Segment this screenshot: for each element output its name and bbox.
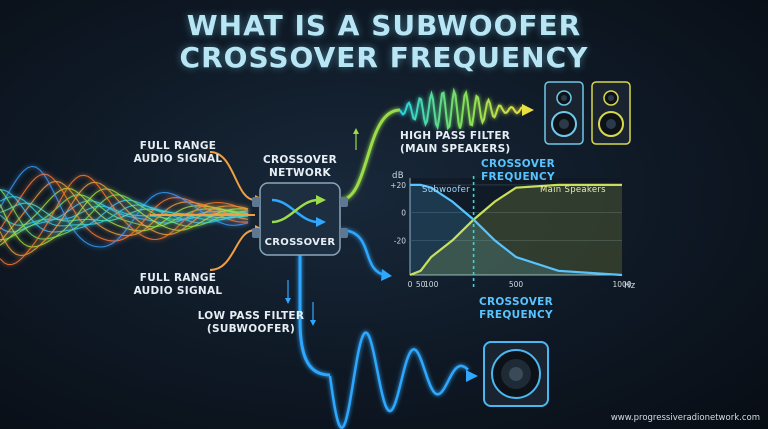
input-label-bottom-line-1: FULL RANGE <box>139 272 217 284</box>
high-pass-label-line-1: HIGH PASS FILTER <box>400 130 511 142</box>
high-wave-line <box>399 87 524 131</box>
chart-x-tick-label: 100 <box>424 280 439 289</box>
speaker-icon <box>591 81 631 145</box>
speaker-icon <box>544 81 584 145</box>
chart-x-tick-label: 500 <box>509 280 524 289</box>
crossover-box-label: CROSSOVER <box>264 237 336 248</box>
input-wave-line <box>0 173 249 242</box>
chart-x-tick-label: 0 <box>408 280 413 289</box>
chart-ylabel: dB <box>392 171 404 181</box>
chart-xlabel: Hz <box>624 281 636 291</box>
website-credit[interactable]: www.progressiveradionetwork.com <box>610 413 760 423</box>
chart-y-tick-label: -20 <box>394 236 406 245</box>
network-label-line-2: NETWORK <box>269 167 331 179</box>
page-title-line-1: WHAT IS A SUBWOOFER <box>186 9 582 42</box>
chart-y-tick-label: +20 <box>390 181 406 190</box>
subwoofer-icon <box>483 341 549 407</box>
input-wave-line <box>0 202 249 222</box>
crossover-arrows-icon <box>271 195 326 227</box>
low-pass-label-line-2: (SUBWOOFER) <box>206 323 296 335</box>
input-wave-line <box>0 188 249 248</box>
crossover-network-label: CROSSOVER NETWORK <box>250 154 350 180</box>
low-pass-label: LOW PASS FILTER (SUBWOOFER) <box>196 310 306 336</box>
high-pass-label-line-2: (MAIN SPEAKERS) <box>400 143 511 155</box>
low-wave-arrow-head <box>466 370 478 382</box>
low-wave-line <box>328 331 469 429</box>
chart-feed-arrow-head <box>381 269 392 281</box>
input-wave-line <box>0 188 249 240</box>
high-pass-path <box>339 108 401 202</box>
down-arrow-head-1 <box>285 298 291 304</box>
page-title-line-2: CROSSOVER FREQUENCY <box>179 41 589 74</box>
chart-x-tick-label: 1000 <box>612 280 631 289</box>
chart-series-fill <box>410 184 622 275</box>
crossover-frequency-top-line-1: CROSSOVER <box>480 158 556 170</box>
input-label-bottom: FULL RANGE AUDIO SIGNAL <box>128 272 228 298</box>
input-waveform <box>0 165 249 266</box>
low-frequency-wave <box>328 331 469 429</box>
legend-main-speakers: Main Speakers <box>540 185 606 195</box>
down-arrow-head-2 <box>310 320 316 326</box>
low-pass-path <box>298 255 331 377</box>
crossover-frequency-bottom-line-2: FREQUENCY <box>479 309 553 321</box>
legend-subwoofer: Subwoofer <box>422 185 470 195</box>
chart-series-fill <box>410 184 622 275</box>
crossover-frequency-top-line-2: FREQUENCY <box>481 171 555 183</box>
input-label-top-line-1: FULL RANGE <box>139 140 217 152</box>
high-frequency-wave <box>399 87 524 131</box>
chart-x-tick-label: 50 <box>416 280 426 289</box>
high-wave-arrow-head <box>522 104 534 116</box>
crossover-frequency-label-bottom: CROSSOVER FREQUENCY <box>466 296 566 322</box>
network-label-line-1: CROSSOVER <box>262 154 338 166</box>
input-label-top: FULL RANGE AUDIO SIGNAL <box>128 140 228 166</box>
input-label-bottom-line-2: AUDIO SIGNAL <box>133 285 223 297</box>
chart-y-tick-label: 0 <box>401 209 406 218</box>
low-pass-label-line-1: LOW PASS FILTER <box>197 310 305 322</box>
input-arrow-bottom <box>209 229 256 271</box>
high-pass-label: HIGH PASS FILTER (MAIN SPEAKERS) <box>400 130 540 156</box>
input-wave-line <box>0 196 249 227</box>
chart-feed-path <box>339 228 386 277</box>
input-wave-line <box>0 180 249 243</box>
crossover-frequency-label-top: CROSSOVER FREQUENCY <box>468 158 568 184</box>
input-wave-line <box>0 181 249 257</box>
input-wave-line <box>0 174 249 266</box>
crossover-box[interactable] <box>252 182 348 256</box>
up-arrow-head <box>353 128 359 134</box>
input-arrow-top <box>209 151 256 201</box>
input-label-top-line-2: AUDIO SIGNAL <box>133 153 223 165</box>
crossover-frequency-bottom-line-1: CROSSOVER <box>478 296 554 308</box>
